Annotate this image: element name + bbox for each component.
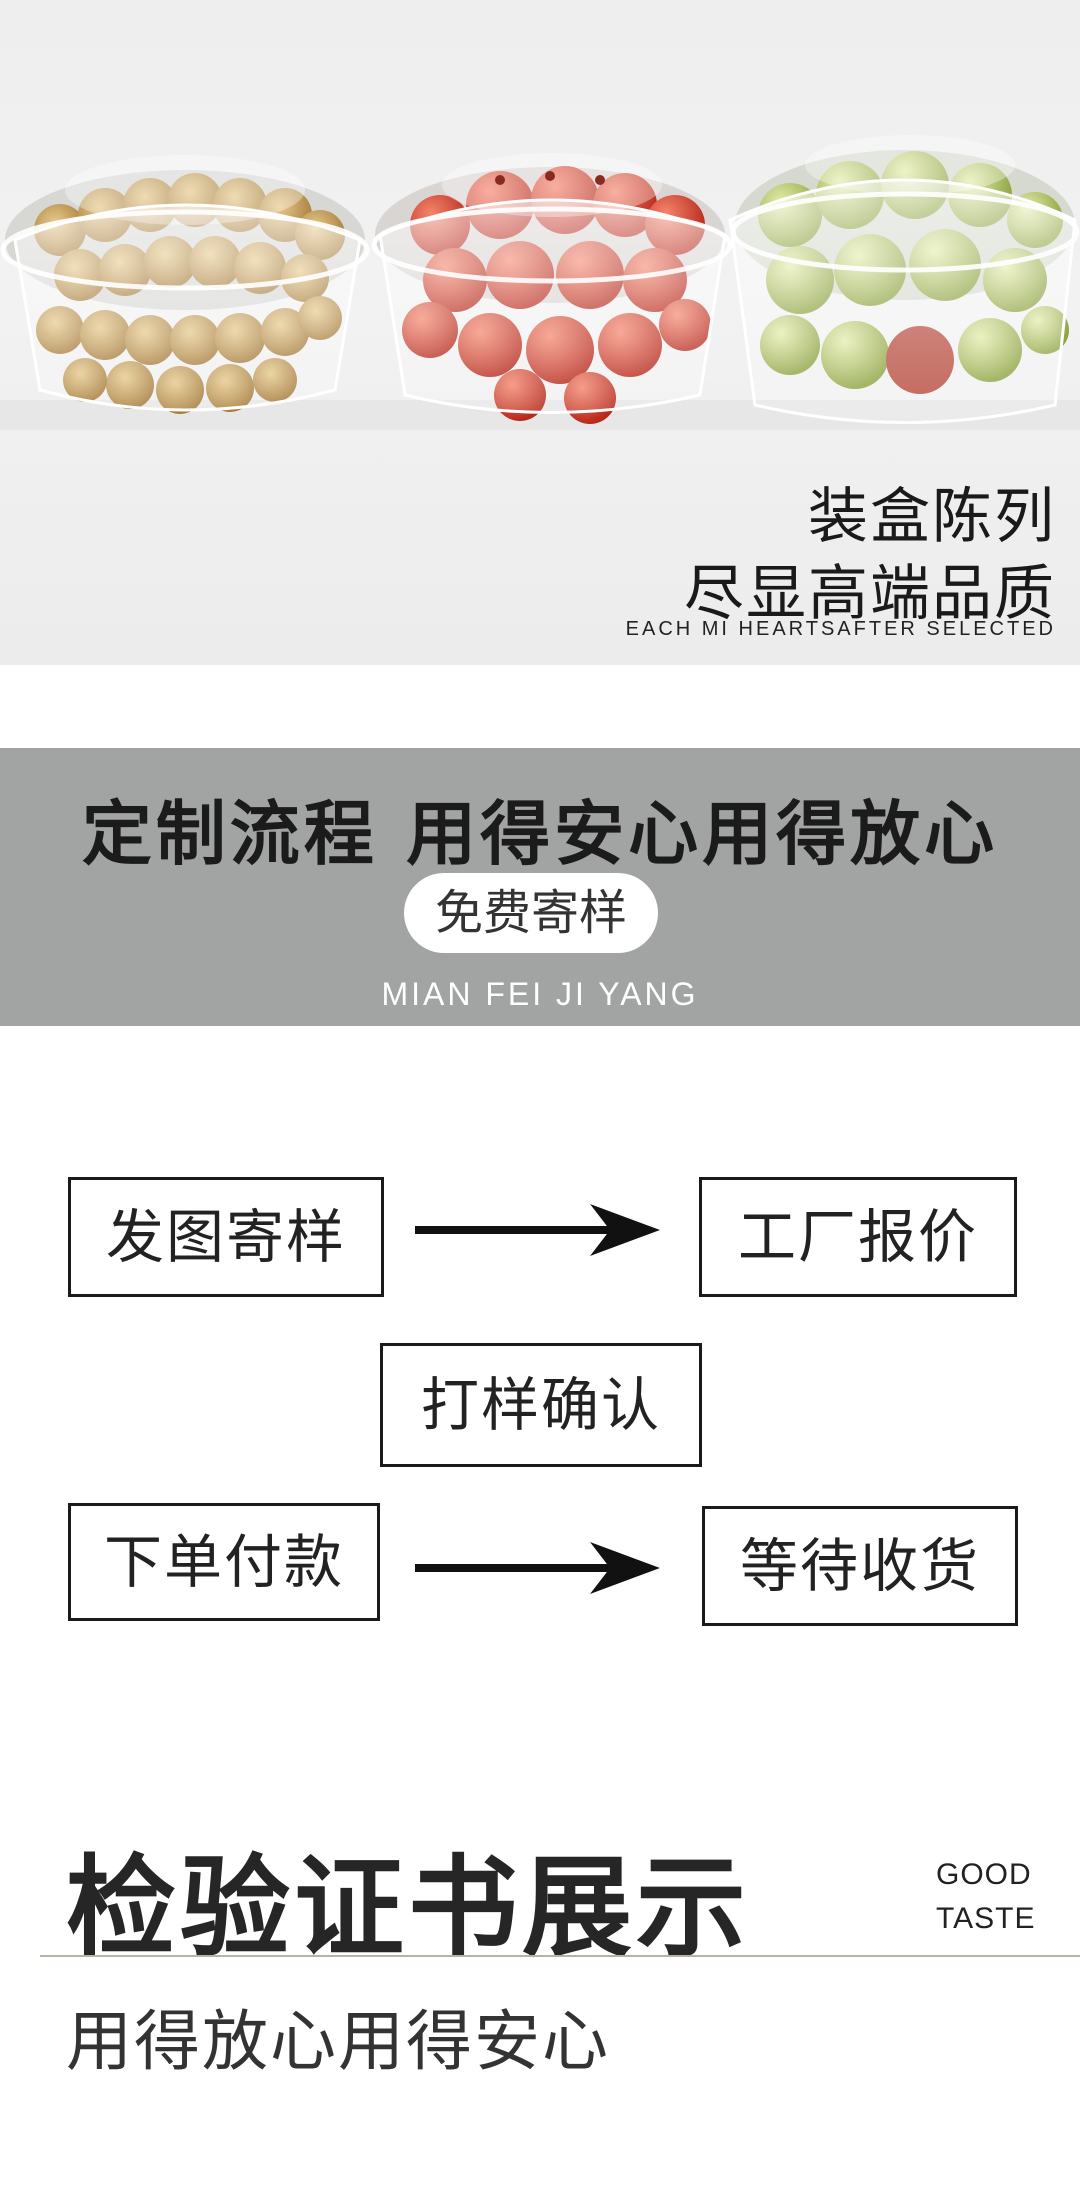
certificate-title: 检验证书展示 xyxy=(66,1844,750,1972)
fruit-containers-illustration xyxy=(0,135,1080,430)
arrow-right-icon xyxy=(415,1204,660,1256)
process-english-subtitle: MIAN FEI JI YANG xyxy=(381,976,699,1012)
free-sample-pill: 免费寄样 xyxy=(404,873,658,953)
certificate-subtitle: 用得放心用得安心 xyxy=(66,2003,610,2080)
longan-container xyxy=(0,155,370,414)
flow-step-await-delivery: 等待收货 xyxy=(702,1506,1018,1626)
flow-step-send-design: 发图寄样 xyxy=(68,1177,384,1297)
hero-english-tagline: EACH MI HEARTSAFTER SELECTED xyxy=(625,618,1056,640)
plum-container xyxy=(728,135,1080,424)
taste-label: TASTE xyxy=(936,1902,1036,1935)
flow-step-factory-quote: 工厂报价 xyxy=(699,1177,1017,1297)
process-title: 定制流程 用得安心用得放心 xyxy=(81,793,999,875)
hero-headline-line2: 尽显高端品质 xyxy=(684,559,1056,629)
tomato-container xyxy=(371,153,733,424)
section-divider xyxy=(40,1955,1080,1957)
arrow-right-icon xyxy=(415,1542,660,1594)
flow-step-sample-confirm: 打样确认 xyxy=(380,1343,702,1467)
process-banner: 定制流程 用得安心用得放心 免费寄样 MIAN FEI JI YANG xyxy=(0,748,1080,1026)
flow-step-place-order: 下单付款 xyxy=(68,1503,380,1621)
hero-product-photo: 装盒陈列 尽显高端品质 EACH MI HEARTSAFTER SELECTED xyxy=(0,0,1080,665)
good-label: GOOD xyxy=(936,1858,1032,1891)
hero-headline-line1: 装盒陈列 xyxy=(808,482,1056,552)
